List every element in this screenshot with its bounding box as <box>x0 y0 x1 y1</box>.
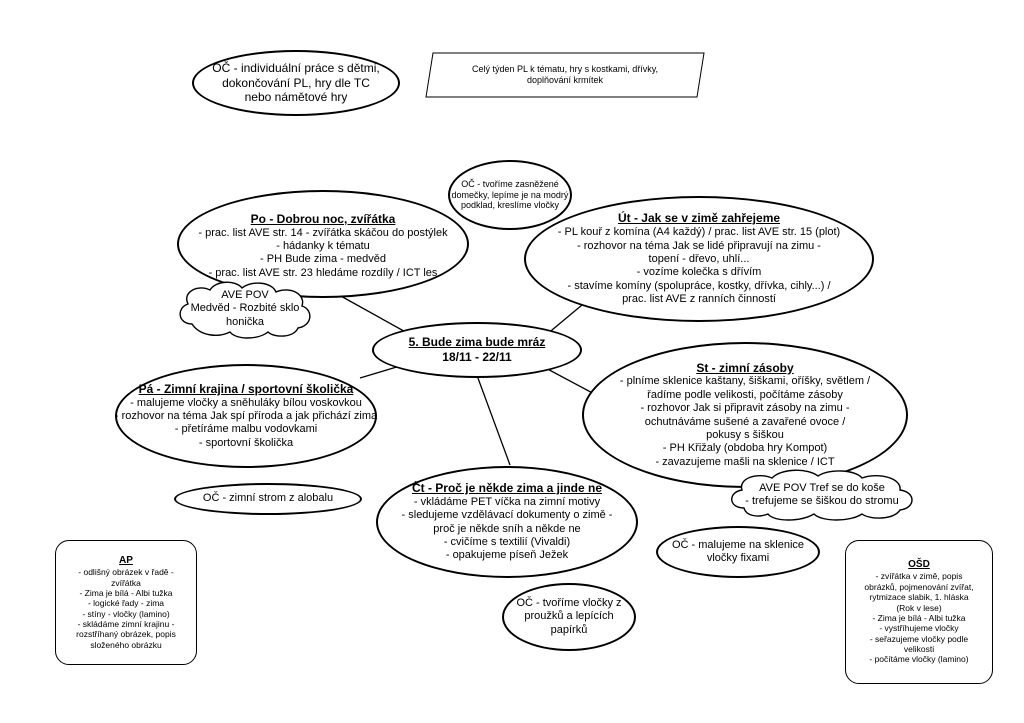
wednesday-cloud-line-2: - trefujeme se šiškou do stromu <box>745 495 899 507</box>
wednesday-item-6: - PH Křižaly (obdoba hry Kompot) <box>662 442 828 455</box>
friday-item-3: - přetíráme malbu vodovkami <box>174 423 318 436</box>
center-dates: 18/11 - 22/11 <box>442 350 512 364</box>
oc-individual-work-oval: OČ - individuální práce s dětmi, dokončo… <box>192 50 400 116</box>
osd-item-1: - zvířátka v zimě, popis <box>875 571 963 582</box>
monday-cloud-line-3: honička <box>226 315 264 328</box>
thursday-item-5: - opakujeme píseň Ježek <box>445 549 569 562</box>
friday-item-2: - rozhovor na téma Jak spí příroda a jak… <box>114 409 378 422</box>
monday-cloud: AVE POV Medvěd - Rozbité sklo honička <box>174 278 316 340</box>
ap-item-7: rozstříhaný obrázek, popis <box>76 629 176 640</box>
osd-item-6: - vystříhujeme vločky <box>879 623 959 634</box>
tuesday-item-6: prac. list AVE z ranních činností <box>622 293 776 306</box>
oc-line-3: nebo námětové hry <box>244 90 348 105</box>
connector-thursday <box>474 369 511 466</box>
monday-title: Po - Dobrou noc, zvířátka <box>250 211 396 226</box>
thursday-item-2: - sledujeme vzdělávací dokumenty o zimě … <box>401 509 613 522</box>
oc-flakes-line-2: proužků a lepících <box>524 610 614 623</box>
wednesday-item-2: řadíme podle velikosti, počítáme zásoby <box>647 388 843 401</box>
tuesday-title: Út - Jak se v zimě zahřejeme <box>617 211 781 226</box>
week-line-2: doplňování krmítek <box>526 75 604 85</box>
monday-item-2: - hádanky k tématu <box>276 239 370 252</box>
thursday-title: Čt - Proč je někde zima a jinde ne <box>411 481 603 496</box>
oc-houses-oval: OČ - tvoříme zasněžené domečky, lepíme j… <box>448 160 572 230</box>
oc-glass-line-2: vločky fixami <box>706 552 770 564</box>
ap-title: AP <box>119 554 133 566</box>
oc-houses-line-3: podklad, kreslíme vločky <box>460 200 560 211</box>
oc-houses-line-1: OČ - tvoříme zasněžené <box>461 178 559 189</box>
osd-item-9: - počítáme vločky (lamino) <box>869 654 969 665</box>
ap-item-3: - Zima je bílá - Albi tužka <box>79 587 173 598</box>
osd-box: OŠD - zvířátka v zimě, popis obrázků, po… <box>845 540 993 684</box>
tuesday-oval: Út - Jak se v zimě zahřejeme - PL kouř z… <box>524 196 874 322</box>
ap-item-4: - logické řady - zima <box>87 598 165 609</box>
cloud-shape <box>731 469 913 521</box>
wednesday-item-4: ochutnáváme sušené a zavařené ovoce / <box>644 415 846 428</box>
oc-tree-text: OČ - zimní strom z alobalu <box>202 492 334 505</box>
friday-title: Pá - Zimní krajina / sportovní školička <box>138 381 354 396</box>
friday-item-4: - sportovní školička <box>198 436 294 449</box>
week-line-1: Celý týden PL k tématu, hry s kostkami, … <box>471 64 659 75</box>
oc-line-2: dokončování PL, hry dle TC <box>222 75 370 90</box>
thursday-item-1: - vkládáme PET víčka na zimní motivy <box>413 495 601 508</box>
friday-item-1: - malujeme vločky a sněhuláky bílou vosk… <box>130 396 362 409</box>
oc-flakes-oval: OČ - tvoříme vločky z proužků a lepících… <box>502 583 636 651</box>
friday-oval: Pá - Zimní krajina / sportovní školička … <box>115 364 377 468</box>
tuesday-item-2: - rozhovor na téma Jak se lidé připravuj… <box>577 239 821 252</box>
monday-item-1: - prac. list AVE str. 14 - zvířátka skáč… <box>198 226 448 239</box>
tuesday-item-1: - PL kouř z komína (A4 každý) / prac. li… <box>557 226 841 239</box>
osd-title: OŠD <box>908 559 930 571</box>
tuesday-item-4: - vozíme kolečka s dřívím <box>636 266 762 279</box>
monday-item-3: - PH Bude zima - medvěd <box>260 253 386 266</box>
oc-glass-line-1: OČ - malujeme na sklenice <box>671 538 805 551</box>
wednesday-cloud: AVE POV Tref se do koše - trefujeme se š… <box>724 468 920 522</box>
wednesday-item-5: pokusy s šiškou <box>706 429 784 442</box>
cloud-shape <box>179 281 311 339</box>
osd-item-3: rytmizace slabik, 1. hláska <box>869 592 969 603</box>
oc-glass-oval: OČ - malujeme na sklenice vločky fixami <box>656 526 820 578</box>
wednesday-item-3: - rozhovor Jak si připravit zásoby na zi… <box>640 402 850 415</box>
oc-houses-line-2: domečky, lepíme je na modrý <box>451 189 569 200</box>
osd-item-4: (Rok v lese) <box>896 602 942 613</box>
wednesday-item-1: - plníme sklenice kaštany, šiškami, oříš… <box>619 375 871 388</box>
oc-flakes-line-1: OČ - tvoříme vločky z <box>516 596 622 609</box>
thursday-item-4: - cvičíme s textilií (Vivaldi) <box>443 536 571 549</box>
week-box-shape <box>425 52 705 98</box>
center-topic-oval: 5. Bude zima bude mráz 18/11 - 22/11 <box>372 322 582 378</box>
monday-cloud-line-2: Medvěd - Rozbité sklo <box>190 302 300 315</box>
osd-item-7: - seřazujeme vločky podle <box>869 633 969 644</box>
ap-item-6: - skládáme zimní krajinu - <box>77 618 175 629</box>
tuesday-item-3: topení - dřevo, uhlí... <box>648 252 750 265</box>
ap-item-8: složeného obrázku <box>90 639 162 650</box>
ap-item-5: - stíny - vločky (lamino) <box>82 608 170 619</box>
monday-cloud-line-1: AVE POV <box>221 288 269 301</box>
wednesday-title: St - zimní zásoby <box>696 360 794 375</box>
ap-item-2: zvířátka <box>111 577 141 588</box>
oc-line-1: OČ - individuální práce s dětmi, <box>212 61 380 76</box>
center-title: 5. Bude zima bude mráz <box>408 335 546 350</box>
monday-item-4: - prac. list AVE str. 23 hledáme rozdíly… <box>208 266 438 279</box>
wednesday-cloud-line-1: AVE POV Tref se do koše <box>759 481 885 494</box>
osd-item-8: velikosti <box>903 643 935 654</box>
oc-flakes-line-3: papírků <box>550 623 588 636</box>
wednesday-oval: St - zimní zásoby - plníme sklenice kašt… <box>582 342 908 488</box>
ap-item-1: - odlišný obrázek v řadě - <box>78 567 174 578</box>
oc-tree-oval: OČ - zimní strom z alobalu <box>174 483 362 515</box>
thursday-oval: Čt - Proč je někde zima a jinde ne - vkl… <box>376 466 638 578</box>
osd-item-2: obrázků, pojmenování zvířat, <box>864 581 974 592</box>
osd-item-5: - Zima je bílá - Albi tužka <box>872 612 966 623</box>
thursday-item-3: proč je někde sníh a někde ne <box>433 522 581 535</box>
ap-box: AP - odlišný obrázek v řadě - zvířátka -… <box>55 540 197 665</box>
monday-oval: Po - Dobrou noc, zvířátka - prac. list A… <box>177 190 469 298</box>
tuesday-item-5: - stavíme komíny (spolupráce, kostky, dř… <box>567 279 831 292</box>
wednesday-item-7: - zavazujeme mašli na sklenice / ICT <box>655 455 835 468</box>
week-box: Celý týden PL k tématu, hry s kostkami, … <box>425 52 705 98</box>
